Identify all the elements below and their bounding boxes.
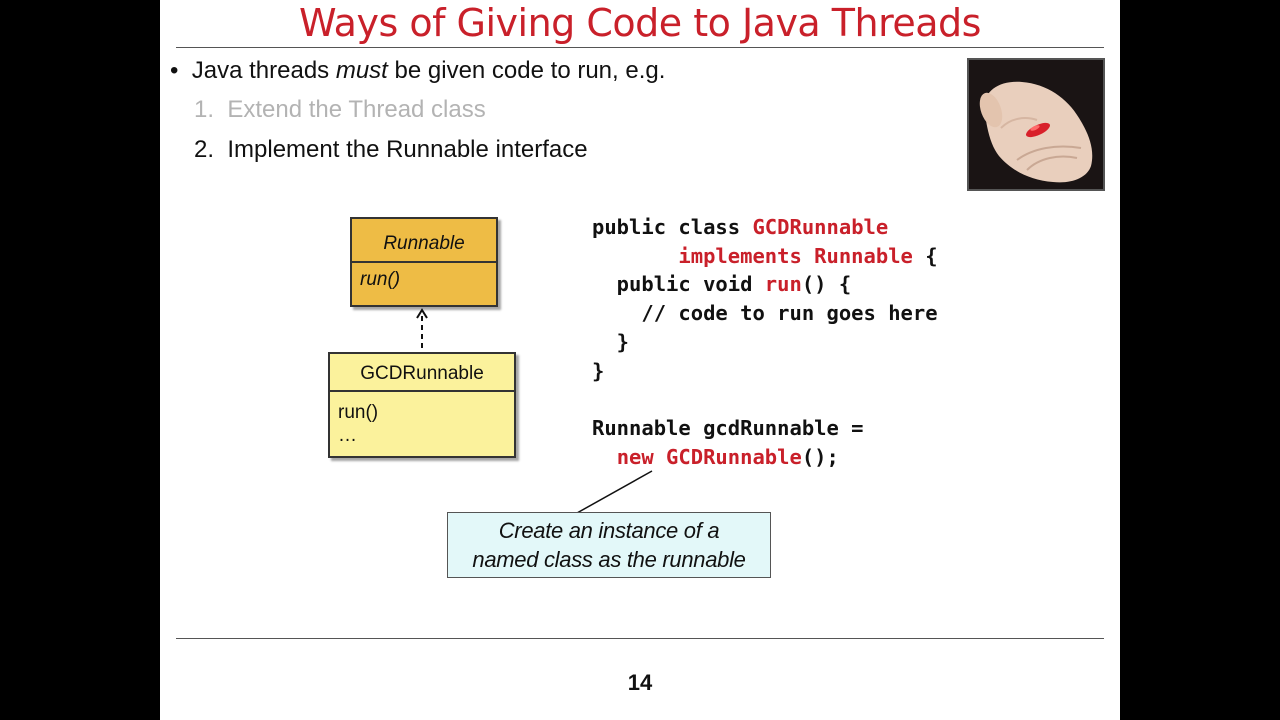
code-text: public void (592, 272, 765, 297)
bullet-dot: • (170, 57, 192, 84)
bullet-emphasis: must (335, 57, 388, 84)
title-divider (176, 47, 1104, 48)
uml-class-name: GCDRunnable (330, 354, 514, 392)
code-line-3: public void run() { (592, 270, 938, 299)
code-line-1: public class GCDRunnable (592, 213, 938, 242)
code-line-7 (592, 385, 938, 414)
slide: Ways of Giving Code to Java Threads • Ja… (160, 0, 1120, 720)
code-keyword: new GCDRunnable (616, 444, 802, 469)
callout-line-2: named class as the runnable (472, 547, 746, 572)
code-keyword: GCDRunnable (752, 215, 889, 239)
hand-holding-red-pill-photo (967, 58, 1105, 191)
code-line-2: implements Runnable { (592, 242, 938, 271)
uml-interface-name: Runnable (352, 219, 496, 263)
uml-class-ellipsis: … (338, 425, 357, 446)
callout-line-1: Create an instance of a (498, 518, 720, 543)
code-text: (); (801, 444, 839, 469)
uml-realization-arrow (416, 308, 428, 352)
uml-class-method: run() (338, 402, 379, 423)
bullet-suffix: be given code to run, e.g. (387, 57, 666, 84)
code-text: public class (592, 215, 753, 239)
list-item-1: 1. Extend the Thread class (194, 94, 486, 126)
list-item-2: 2. Implement the Runnable interface (194, 134, 588, 166)
page-number: 14 (627, 670, 653, 695)
code-keyword: run (764, 272, 802, 297)
slide-title: Ways of Giving Code to Java Threads (299, 1, 981, 45)
code-line-5: } (592, 329, 630, 354)
list-item-number: 1. (194, 96, 215, 123)
bullet-prefix: Java threads (191, 57, 336, 84)
code-line-8: Runnable gcdRunnable = (592, 415, 864, 440)
code-keyword: implements Runnable (592, 243, 913, 268)
uml-interface-method: run() (360, 269, 401, 290)
code-text: { (912, 243, 938, 268)
list-item-text: Extend the Thread class (227, 96, 486, 123)
code-line-9: new GCDRunnable(); (592, 443, 938, 472)
uml-class-gcdrunnable: GCDRunnable run() … (328, 352, 516, 458)
code-block: public class GCDRunnable implements Runn… (592, 213, 938, 471)
footer-divider (176, 638, 1104, 639)
list-item-text: Implement the Runnable interface (227, 136, 588, 163)
uml-interface-runnable: Runnable run() (350, 217, 498, 307)
code-line-4: // code to run goes here (592, 301, 938, 326)
list-item-number: 2. (194, 136, 215, 163)
bullet-main: • Java threads must be given code to run… (170, 55, 665, 87)
code-text: () { (801, 272, 852, 297)
code-line-6: } (592, 358, 605, 383)
callout-box: Create an instance of a named class as t… (447, 512, 771, 578)
callout-pointer (576, 470, 653, 514)
